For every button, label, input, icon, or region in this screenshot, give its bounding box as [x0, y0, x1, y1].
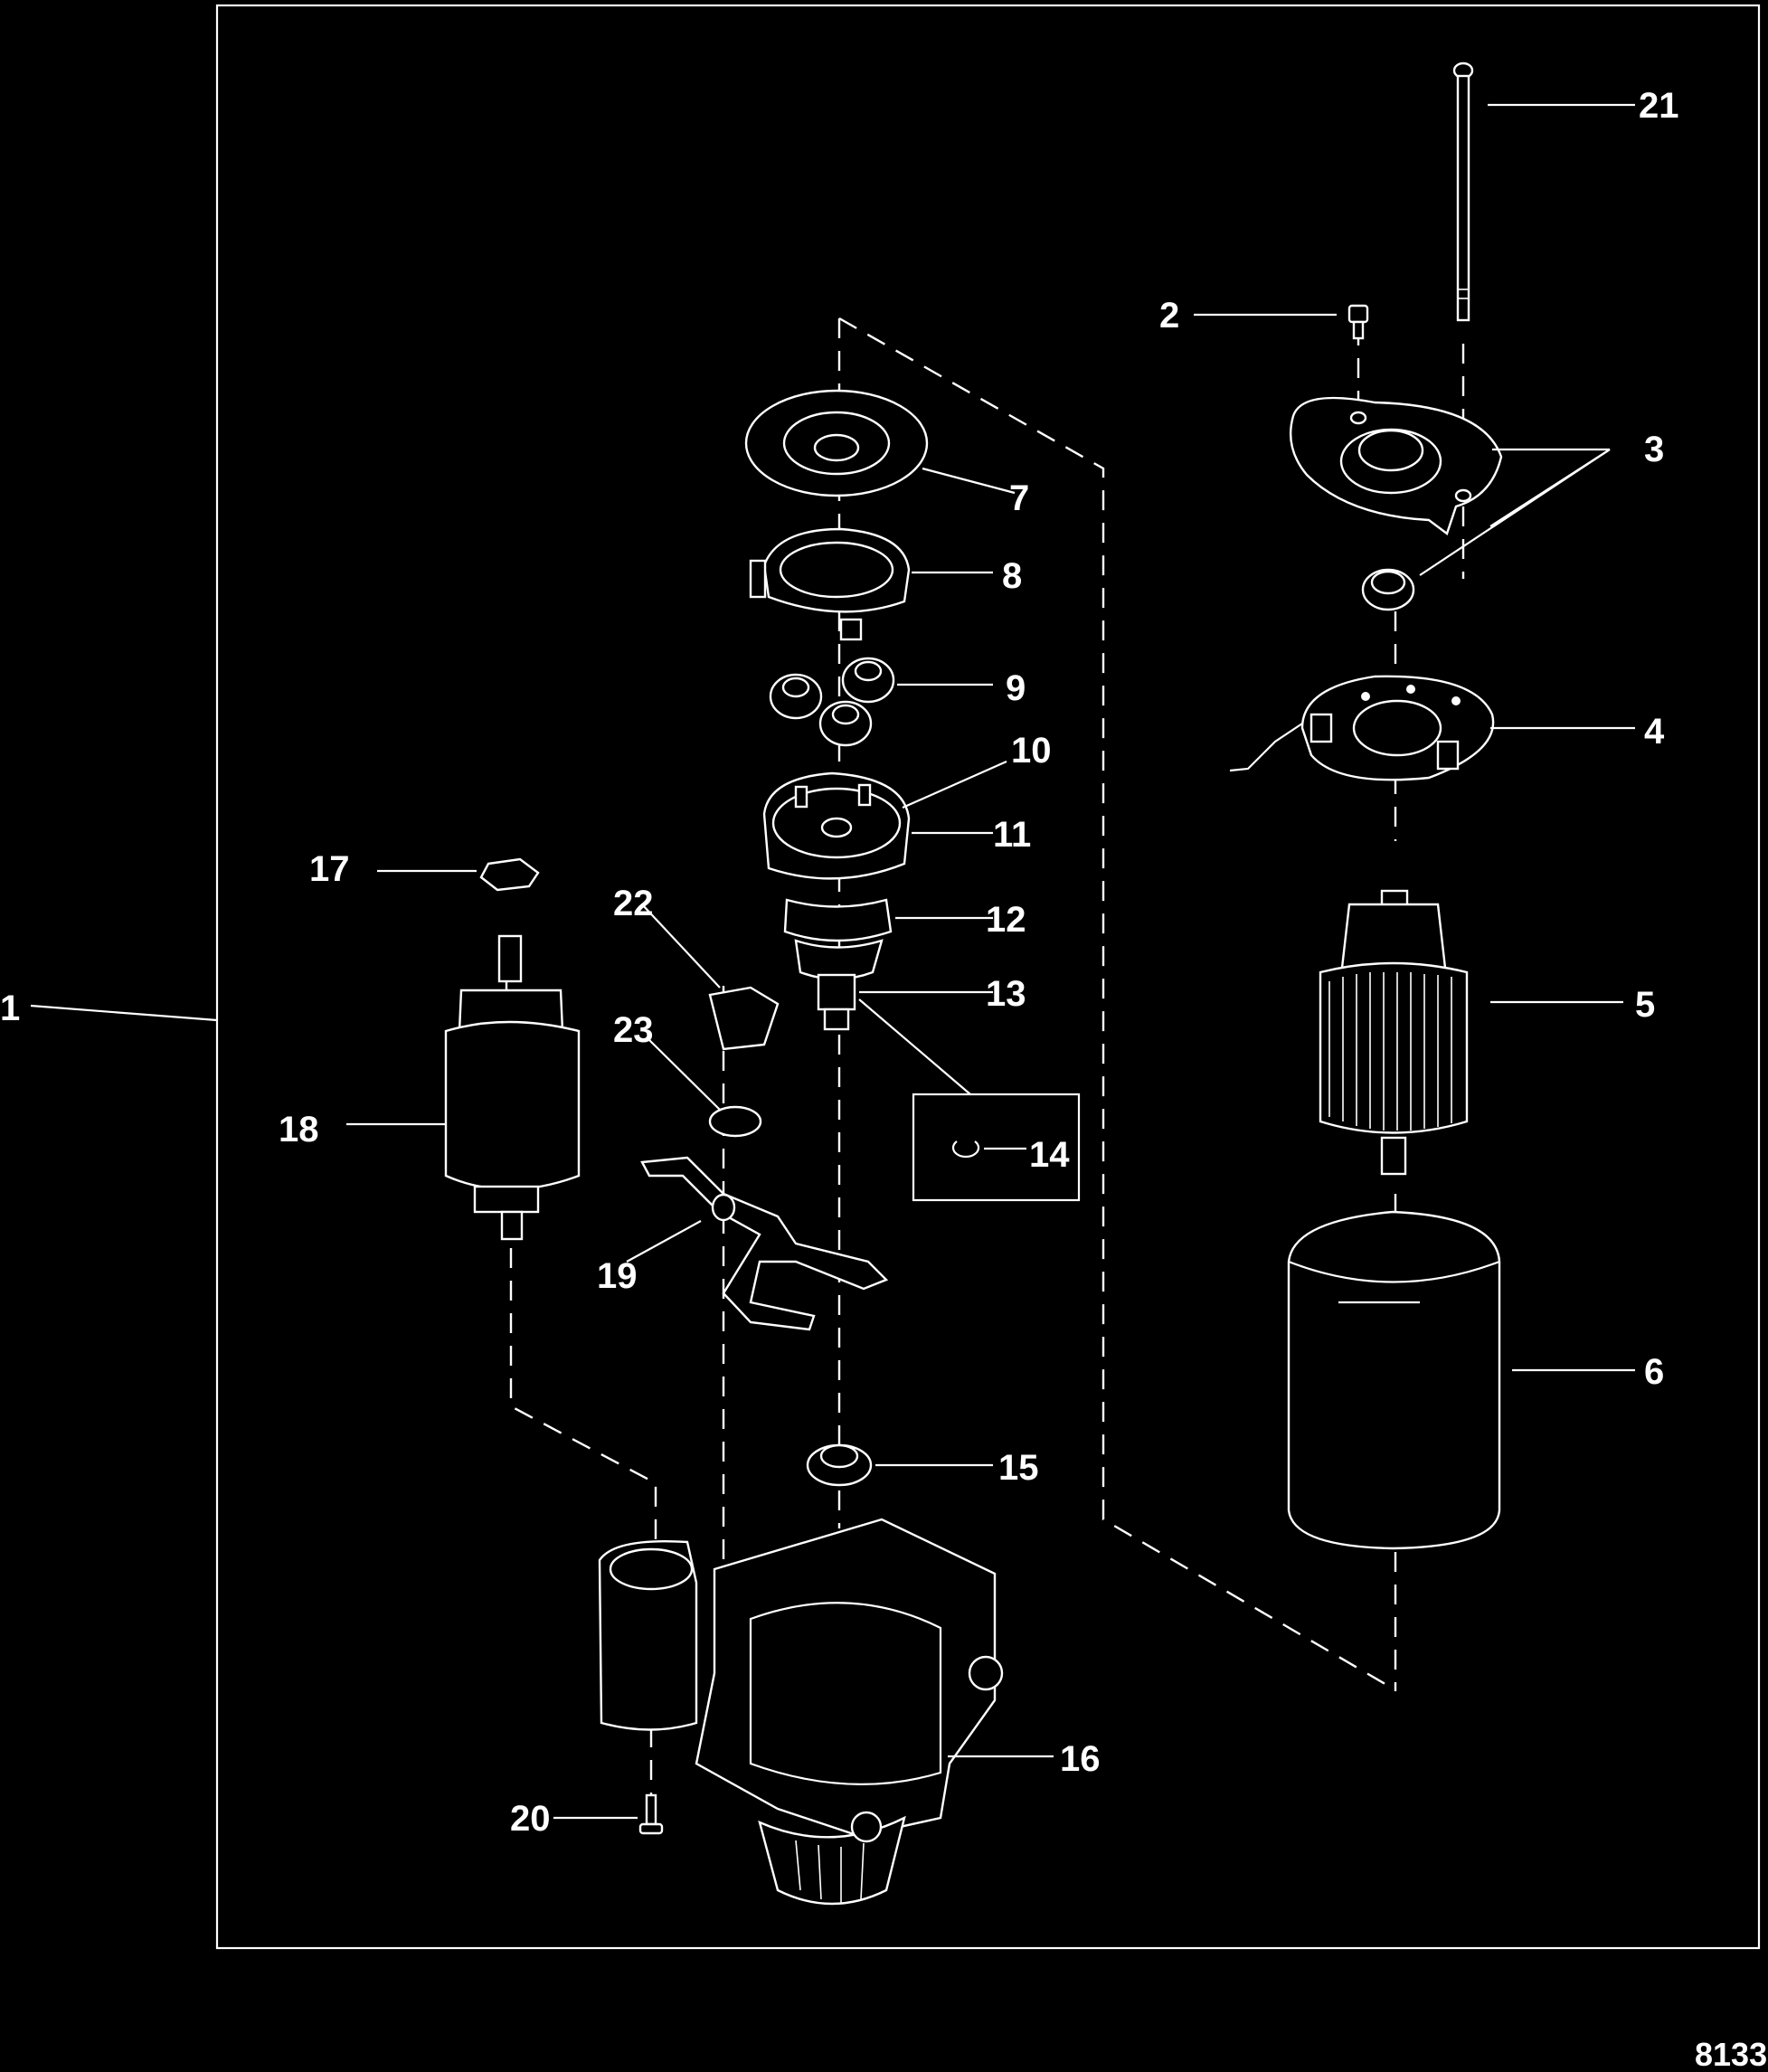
- callout-8: 8: [1002, 556, 1022, 596]
- field-frame-housing: [1287, 1210, 1501, 1550]
- brush-holder-plate: [1229, 675, 1495, 781]
- callout-14: 14: [1029, 1135, 1070, 1175]
- callout-6: 6: [1644, 1352, 1664, 1392]
- callout-10: 10: [1011, 731, 1052, 771]
- callout-12: 12: [986, 900, 1026, 940]
- callout-20: 20: [510, 1799, 551, 1839]
- callout-11: 11: [993, 815, 1031, 855]
- callout-1: 1: [0, 989, 20, 1028]
- planetary-gears: [769, 657, 895, 747]
- callout-5: 5: [1635, 985, 1655, 1025]
- callout-labels: 1 2 3 4 5 6 7 8 9 10 11 12 13 14 15 16 1…: [0, 86, 1767, 2072]
- callout-15: 15: [998, 1448, 1039, 1488]
- retaining-ring-detail: [912, 1093, 1081, 1202]
- drive-pinion: [817, 973, 856, 1031]
- shift-lever: [640, 1156, 889, 1331]
- callout-7: 7: [1009, 478, 1029, 518]
- solenoid: [444, 934, 581, 1241]
- callout-13: 13: [986, 974, 1026, 1014]
- solenoid-mounting-screw: [638, 1793, 664, 1835]
- ring-gear-assembly: [762, 771, 911, 942]
- plunger-link: [708, 986, 780, 1051]
- callout-18: 18: [279, 1110, 319, 1150]
- commutator-end-cap: [1290, 396, 1503, 535]
- through-bolt: [1452, 61, 1474, 322]
- drive-end-plate: [744, 389, 929, 497]
- armature: [1319, 889, 1469, 1176]
- leader-lines: [30, 103, 1635, 1820]
- o-ring: [708, 1105, 762, 1138]
- end-cap-bearing: [1361, 568, 1415, 611]
- terminal-nut: [479, 857, 540, 892]
- callout-19: 19: [597, 1256, 638, 1296]
- stop-collar: [806, 1443, 873, 1487]
- gear-retainer: [749, 527, 911, 641]
- callout-4: 4: [1644, 712, 1665, 752]
- callout-3: 3: [1644, 430, 1664, 469]
- figure-number: 8133: [1695, 2036, 1767, 2072]
- callout-16: 16: [1060, 1739, 1101, 1779]
- callout-9: 9: [1006, 668, 1026, 708]
- overrunning-clutch: [794, 939, 884, 980]
- drive-end-housing: [598, 1518, 1004, 1906]
- callout-23: 23: [613, 1010, 654, 1050]
- end-cap-screw: [1347, 304, 1369, 340]
- callout-17: 17: [309, 849, 350, 889]
- callout-22: 22: [613, 884, 654, 923]
- callout-21: 21: [1639, 86, 1679, 126]
- callout-2: 2: [1159, 296, 1179, 336]
- assembly-frame: [215, 4, 1761, 1950]
